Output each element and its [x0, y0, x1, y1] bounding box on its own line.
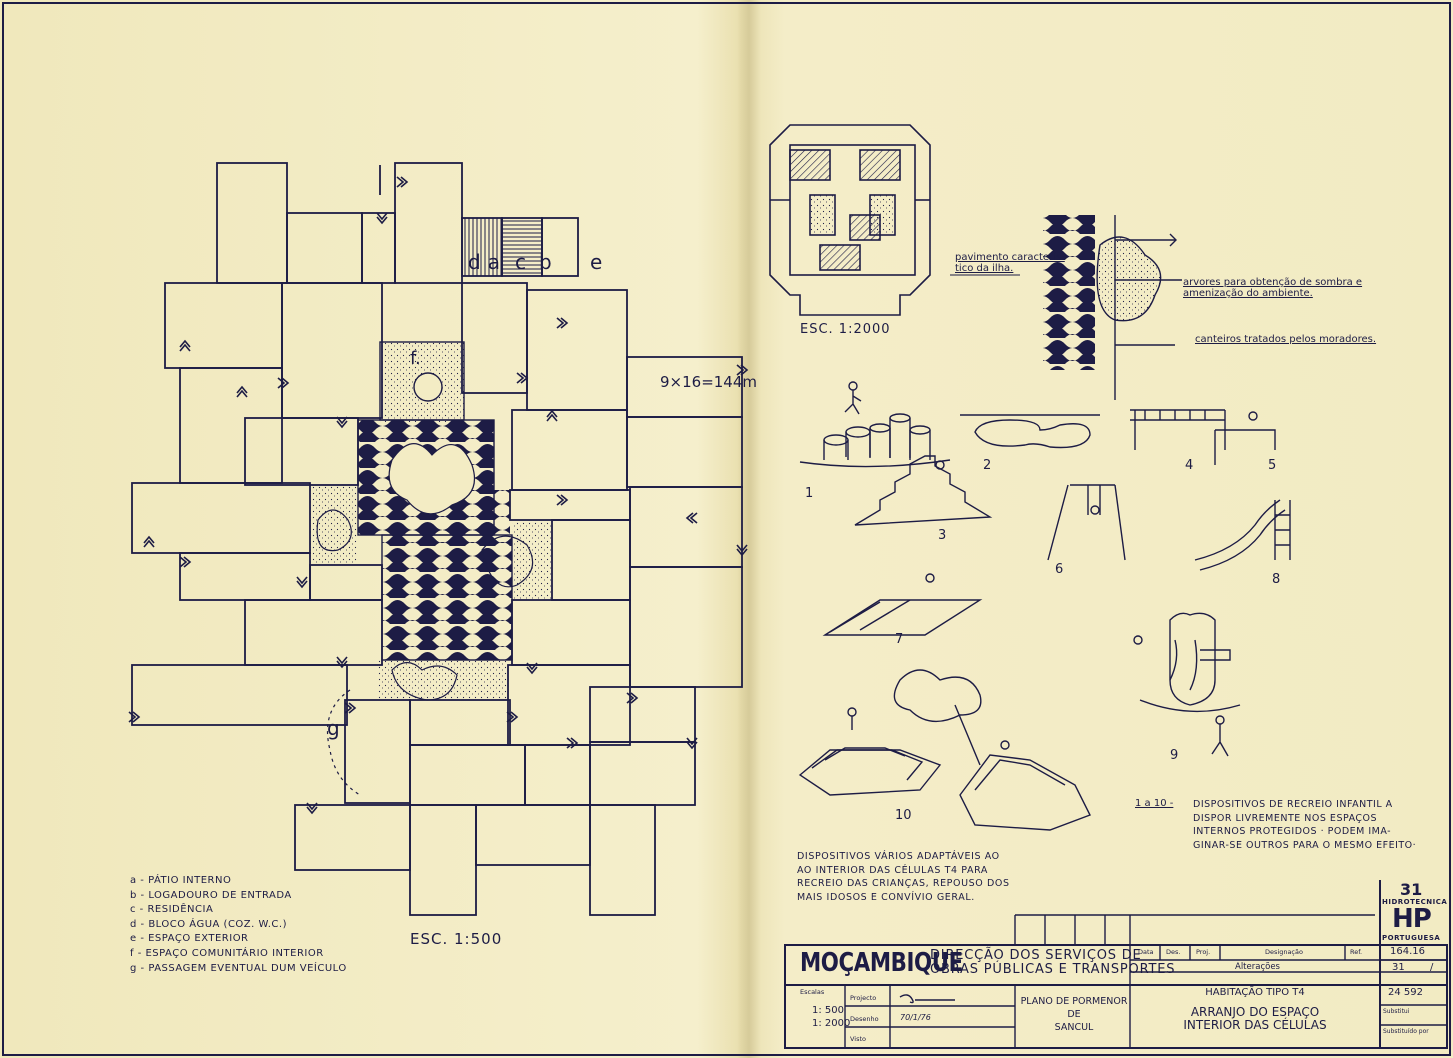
sketch-number-6: 6	[1055, 562, 1064, 577]
sketch-number-2: 2	[983, 458, 992, 473]
note-line: RECREIO DAS CRIANÇAS, REPOUSO DOS	[797, 878, 1010, 889]
country-title: MOÇAMBIQUE	[800, 948, 963, 978]
substitui-label: Substitui	[1383, 1008, 1410, 1015]
annotation-line: amenização do ambiente.	[1183, 288, 1313, 299]
company-top: HIDROTECNICA	[1382, 898, 1448, 906]
legend-item: e - ESPAÇO EXTERIOR	[130, 933, 249, 945]
legend-item: d - BLOCO ÁGUA (COZ. W.C.)	[130, 918, 287, 930]
court-label-g: g	[327, 716, 340, 740]
playground-sketches	[798, 381, 1291, 831]
visto-label: Visto	[850, 1035, 867, 1043]
sketch-number-1: 1	[805, 486, 814, 501]
title-block-lines	[784, 880, 1448, 1049]
col-header-designacao: Designação	[1265, 948, 1303, 956]
col-header-proj: Proj.	[1196, 948, 1211, 956]
sketch-number-10: 10	[895, 808, 912, 823]
scales-label: Escalas	[800, 988, 825, 996]
scale-value: 1: 2000	[812, 1018, 851, 1029]
desenho-label: Desenho	[850, 1015, 879, 1023]
sketch-number-4: 4	[1185, 458, 1194, 473]
annotation-line: arvores para obtenção de sombra e	[1183, 277, 1363, 288]
section-detail	[950, 215, 1182, 400]
col-header-des: Des.	[1166, 948, 1181, 956]
drawing-title: ARRANJO DO ESPAÇO INTERIOR DAS CÉLULAS	[1130, 1006, 1380, 1032]
court-label-e: e	[590, 250, 603, 274]
sheet-ref-suffix: /	[1430, 962, 1434, 973]
col-header-data: Data	[1138, 948, 1154, 956]
annotation-arvores: arvores para obtenção de sombra e ameniz…	[1183, 277, 1362, 299]
site-plan	[131, 162, 743, 916]
plan-scale-label: ESC. 1:500	[410, 930, 503, 948]
legend-item: f - ESPAÇO COMUNITÁRIO INTERIOR	[130, 947, 324, 959]
note-key: 1 a 10 -	[1135, 798, 1174, 809]
company-bottom: PORTUGUESA	[1382, 934, 1441, 942]
scales-values: 1: 500 1: 2000	[812, 1004, 850, 1030]
plan-name-line: SANCUL	[1054, 1022, 1094, 1033]
note-line: DISPOSITIVOS DE RECREIO INFANTIL A	[1193, 799, 1393, 810]
alteracoes-label: Alterações	[1235, 962, 1280, 972]
plan-legend: a - PÁTIO INTERNO b - LOGADOURO DE ENTRA…	[130, 874, 347, 976]
area-label: 9×16=144m	[660, 373, 758, 391]
annotation-pavimento: pavimento caracterís- tico da ilha.	[955, 252, 1065, 274]
sheet-number: 31	[1400, 880, 1423, 899]
sheet-fold	[737, 0, 761, 1058]
sketch-number-7: 7	[895, 632, 904, 647]
detail-cluster	[769, 124, 931, 316]
legend-item: b - LOGADOURO DE ENTRADA	[130, 889, 292, 901]
projecto-label: Projecto	[850, 994, 877, 1002]
annotation-line: pavimento caracterís-	[955, 252, 1065, 263]
col-header-ref: Ref.	[1350, 948, 1363, 956]
sketch-number-5: 5	[1268, 458, 1277, 473]
plan-name: PLANO DE PORMENOR DE SANCUL	[1020, 995, 1128, 1034]
authority-name: DIRECÇÃO DOS SERVIÇOS DE OBRAS PÚBLICAS …	[930, 949, 1175, 977]
court-label-a: a	[487, 250, 507, 274]
note-line: GINAR-SE OUTROS PARA O MESMO EFEITO·	[1193, 839, 1417, 851]
court-label-d: d	[468, 250, 488, 274]
company-logo: HP	[1392, 904, 1432, 934]
annotation-canteiros: canteiros tratados pelos moradores.	[1195, 334, 1377, 345]
detail-scale-label: ESC. 1:2000	[800, 322, 891, 337]
authority-line: OBRAS PÚBLICAS E TRANSPORTES	[930, 962, 1176, 977]
note-line: MAIS IDOSOS E CONVÍVIO GERAL.	[797, 891, 975, 903]
note-devices: DISPOSITIVOS VÁRIOS ADAPTÁVEIS AO AO INT…	[797, 850, 1010, 904]
note-line: AO INTERIOR DAS CÉLULAS T4 PARA	[797, 864, 989, 876]
sheet-ref: 31	[1392, 962, 1405, 973]
plan-name-line: PLANO DE PORMENOR	[1020, 996, 1128, 1007]
scale-value: 1: 500	[812, 1005, 844, 1016]
desenho-date: 70/1/76	[900, 1013, 931, 1022]
plan-name-line: DE	[1067, 1009, 1081, 1020]
note-recreation: DISPOSITIVOS DE RECREIO INFANTIL A DISPO…	[1193, 798, 1416, 852]
court-label-c: c	[514, 250, 533, 274]
sketch-number-8: 8	[1272, 572, 1281, 587]
sketch-number-9: 9	[1170, 748, 1179, 763]
entrance-markers	[128, 176, 749, 815]
sketch-number-3: 3	[938, 528, 947, 543]
court-label-b: b	[538, 250, 559, 274]
note-line: DISPOSITIVOS VÁRIOS ADAPTÁVEIS AO	[797, 851, 1000, 862]
note-line: INTERNOS PROTEGIDOS · PODEM IMA-	[1193, 826, 1392, 837]
substituido-label: Substituído por	[1383, 1028, 1429, 1035]
drawing-title-line: ARRANJO DO ESPAÇO	[1190, 1005, 1320, 1019]
legend-item: a - PÁTIO INTERNO	[130, 875, 232, 886]
court-label-f: f.	[410, 348, 421, 369]
project-title: HABITAÇÃO TIPO T4	[1205, 987, 1305, 998]
drawing-number: 24 592	[1388, 987, 1423, 998]
drawing-title-line: INTERIOR DAS CÉLULAS	[1183, 1018, 1327, 1032]
note-line: DISPOR LIVREMENTE NOS ESPAÇOS	[1193, 812, 1378, 824]
legend-item: g - PASSAGEM EVENTUAL DUM VEÍCULO	[130, 962, 347, 974]
authority-line: DIRECÇÃO DOS SERVIÇOS DE	[930, 948, 1142, 963]
annotation-line: tico da ilha.	[955, 263, 1014, 274]
ref-number: 164.16	[1390, 946, 1425, 957]
legend-item: c - RESIDÊNCIA	[130, 904, 214, 916]
